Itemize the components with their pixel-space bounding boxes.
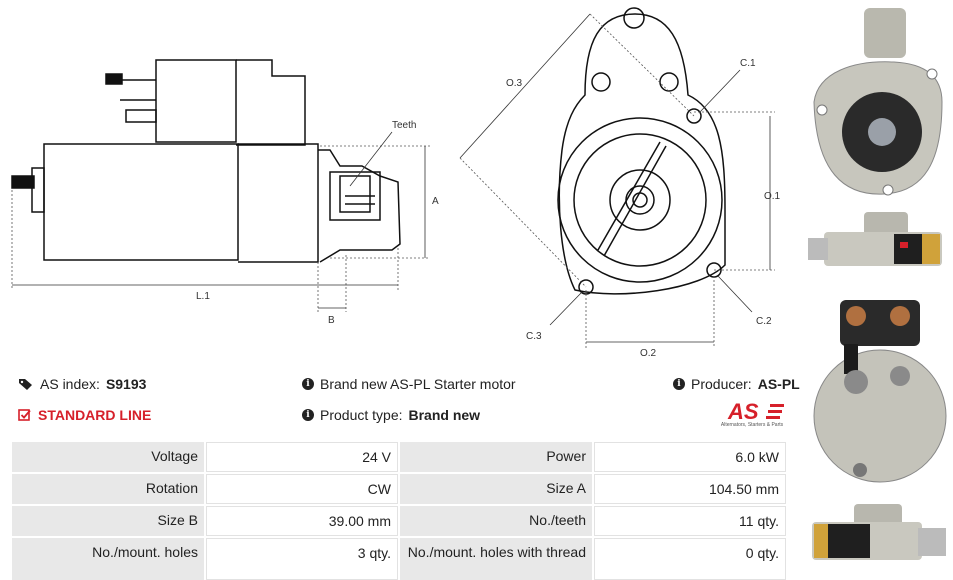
spec-value: 0 qty.	[594, 538, 786, 580]
photo-top-view[interactable]	[804, 496, 953, 576]
product-photos	[804, 0, 953, 580]
spec-value: 39.00 mm	[206, 506, 398, 536]
standard-line-row: STANDARD LINE	[18, 407, 151, 423]
spec-label: Rotation	[12, 474, 204, 504]
teeth-label: Teeth	[392, 120, 416, 131]
producer-value: AS-PL	[757, 376, 800, 392]
standard-line-badge: STANDARD LINE	[38, 407, 152, 423]
dimension-o2-label: O.2	[640, 348, 657, 359]
solenoid-outline	[155, 59, 237, 143]
spec-label: Size A	[400, 474, 592, 504]
spec-label: Power	[400, 442, 592, 472]
side-view-drawing: Teeth A L.1 B	[11, 7, 781, 359]
product-info: AS index: S9193 i Brand new AS-PL Starte…	[18, 372, 800, 432]
technical-drawings: Teeth A L.1 B	[11, 7, 781, 359]
info-icon: i	[673, 378, 685, 390]
dimension-l1-label: L.1	[196, 291, 210, 302]
spec-value: CW	[206, 474, 398, 504]
info-icon: i	[302, 378, 314, 390]
hole-c2-label: C.2	[756, 316, 772, 327]
product-type-label: Product type:	[320, 407, 403, 423]
spec-label: Voltage	[12, 442, 204, 472]
dimension-a-label: A	[432, 196, 439, 207]
as-logo-mark: AS	[727, 399, 784, 424]
spec-value: 6.0 kW	[594, 442, 786, 472]
info-icon: i	[302, 409, 314, 421]
producer-row: i Producer: AS-PL	[673, 376, 800, 392]
as-index-value: S9193	[105, 376, 147, 392]
logo-tagline: Alternators, Starters & Parts	[720, 422, 784, 428]
description-row: i Brand new AS-PL Starter motor	[302, 376, 516, 392]
logo-mark-text: AS	[727, 400, 759, 422]
table-row: Voltage 24 V Power 6.0 kW	[12, 442, 786, 472]
as-index-label: AS index:	[40, 376, 100, 392]
spec-value: 104.50 mm	[594, 474, 786, 504]
motor-body-outline	[43, 143, 239, 261]
check-square-icon	[18, 409, 31, 421]
hole-c1-label: C.1	[740, 58, 756, 69]
dimension-o3-label: O.3	[506, 78, 523, 89]
hole-c3-label: C.3	[526, 331, 542, 342]
product-type-value: Brand new	[408, 407, 481, 423]
photo-rear-view[interactable]	[804, 286, 953, 486]
spec-label: No./mount. holes with thread	[400, 538, 592, 580]
as-pl-logo: AS Alternators, Starters & Parts	[712, 399, 792, 432]
table-row: No./mount. holes 3 qty. No./mount. holes…	[12, 538, 786, 580]
specs-table: Voltage 24 V Power 6.0 kW Rotation CW Si…	[10, 440, 788, 580]
spec-value: 11 qty.	[594, 506, 786, 536]
dimension-o1-label: O.1	[764, 191, 781, 202]
producer-label: Producer:	[691, 376, 752, 392]
photo-front-view[interactable]	[804, 2, 953, 202]
tags-icon	[19, 379, 32, 390]
spec-value: 24 V	[206, 442, 398, 472]
product-description: Brand new AS-PL Starter motor	[320, 376, 516, 392]
spec-label: No./mount. holes	[12, 538, 204, 580]
spec-label: Size B	[12, 506, 204, 536]
photo-side-view[interactable]	[804, 206, 953, 278]
spec-value: 3 qty.	[206, 538, 398, 580]
table-row: Size B 39.00 mm No./teeth 11 qty.	[12, 506, 786, 536]
as-index-row: AS index: S9193	[18, 376, 146, 392]
dimension-b-label: B	[328, 315, 335, 326]
table-row: Rotation CW Size A 104.50 mm	[12, 474, 786, 504]
spec-label: No./teeth	[400, 506, 592, 536]
product-type-row: i Product type: Brand new	[302, 407, 480, 423]
front-view-drawing	[557, 7, 726, 295]
